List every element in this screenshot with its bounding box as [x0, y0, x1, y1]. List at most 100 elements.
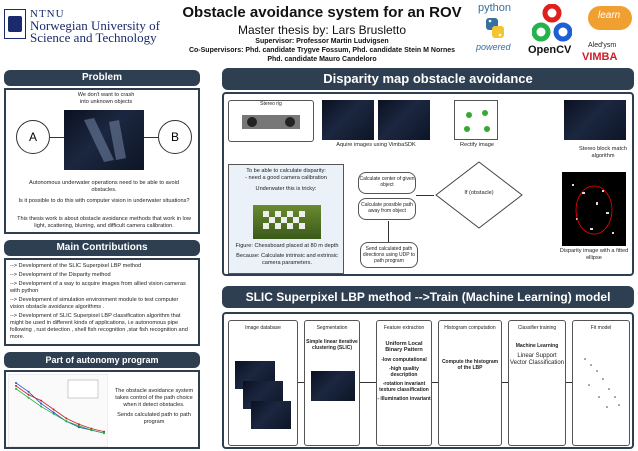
problem-text-3: This thesis work is about obstacle avoid…	[17, 216, 191, 229]
chart-point	[40, 399, 43, 402]
underwater-image	[64, 110, 144, 170]
chart-point	[15, 384, 17, 387]
sklearn-logo-icon	[588, 6, 632, 30]
chart-point	[77, 423, 80, 426]
autonomy-title: Part of autonomy program	[4, 352, 200, 368]
chart-point	[40, 405, 43, 408]
chart-point	[27, 390, 30, 393]
disparity-image	[562, 172, 626, 246]
chart-point	[52, 408, 55, 411]
opencv-logo-text: OpenCV	[528, 44, 572, 56]
disparity-art	[572, 184, 614, 235]
pipeline-arrow-5	[566, 382, 572, 383]
feature-extraction-box: Feature extraction Uniform Local Binary …	[376, 320, 432, 446]
chart-series-line	[15, 385, 105, 433]
chart-point	[90, 429, 93, 432]
obstacle-diamond	[435, 161, 523, 229]
point-b-circle: B	[158, 120, 192, 154]
contribution-item: --> Development of the SLIC Superpixel L…	[10, 263, 142, 269]
problem-callout: We don't want to crash into unknown obje…	[77, 92, 135, 105]
supervisor: Supervisor: Professor Martin Ludvigsen	[255, 38, 389, 45]
poster-subtitle: Master thesis by: Lars Brusletto	[237, 23, 407, 37]
pipeline-arrow-2	[360, 382, 376, 383]
python-logo-icon	[486, 18, 504, 38]
acquire-label: Aquire images using VimbaSDK	[336, 142, 416, 148]
chart-series-group	[15, 381, 105, 435]
chart-point	[77, 424, 80, 427]
institution-name: NTNU Norwegian University of Science and…	[30, 8, 160, 45]
contributions-title: Main Contributions	[4, 240, 200, 256]
scatter-plot	[577, 345, 627, 425]
chessboard-image	[253, 205, 321, 239]
python-logo-text: python	[478, 2, 512, 14]
chart-point	[90, 427, 93, 430]
rectify-label: Rectify image	[460, 142, 494, 148]
disparity-image-label: Disparity image with a fitted ellipse	[559, 248, 629, 261]
stereo-rig-art	[242, 115, 300, 129]
pipeline-arrow-4	[502, 382, 508, 383]
center-box: Calculate center of given object	[358, 172, 416, 194]
autonomy-text-1: The obstacle avoidance system takes cont…	[114, 388, 194, 408]
scatter-art	[584, 358, 620, 408]
problem-text-1: Autonomous underwater operations need to…	[29, 180, 179, 193]
right-image	[378, 100, 430, 140]
chart-point	[103, 430, 105, 433]
problem-title: Problem	[4, 70, 200, 86]
stereo-block-label: Stereo block match algorithm	[579, 146, 627, 159]
ntnu-logo-icon	[4, 9, 26, 39]
co-supervisors: Co-Supervisors: Phd. candidate Trygve Fo…	[188, 47, 456, 54]
pipeline-arrow-1	[298, 382, 304, 383]
problem-panel: We don't want to crash into unknown obje…	[4, 88, 200, 234]
chart-point	[77, 426, 80, 429]
possible-path-box: Calculate possible path away from object	[358, 198, 416, 220]
chart-point	[65, 417, 68, 420]
poster-header: NTNU Norwegian University of Science and…	[0, 0, 638, 66]
flow-arrow-left	[416, 195, 434, 196]
database-image-3	[251, 401, 291, 429]
slic-image	[311, 371, 355, 401]
rectify-art	[464, 110, 490, 132]
contribution-item: --> Development of simulation environmen…	[10, 297, 179, 310]
arrow-a	[50, 137, 64, 138]
autonomy-panel: The obstacle avoidance system takes cont…	[4, 370, 200, 449]
opencv-logo-icon	[532, 4, 572, 42]
pipeline-arrow-3	[432, 382, 438, 383]
histogram-box: Histogram computation Compute the histog…	[438, 320, 502, 446]
chart-legend	[67, 379, 99, 399]
poster-title: Obstacle avoidance system for an ROV	[182, 4, 462, 21]
slic-panel: Image database Segmentation Simple linea…	[222, 312, 634, 449]
problem-text-2: Is it possible to do this with computer …	[18, 198, 190, 204]
chart-point	[52, 411, 55, 414]
point-a-circle: A	[16, 120, 50, 154]
logo-strip: python powered OpenCV learn Aled'ysm VIM…	[476, 2, 636, 64]
rectify-box	[454, 100, 498, 140]
contribution-item: --> Development of a way to acquire imag…	[10, 281, 186, 294]
slic-title: SLIC Superpixel LBP method -->Train (Mac…	[222, 286, 634, 308]
contributions-panel: --> Development of the SLIC Superpixel L…	[4, 258, 200, 346]
stereo-rig-box: Stereo rig	[228, 100, 314, 142]
chart-point	[103, 432, 105, 435]
disparity-title: Disparity map obstacle avoidance	[222, 68, 634, 90]
chart-point	[52, 412, 55, 415]
contribution-item: --> Development of SLIC Superpixel LBP c…	[10, 313, 188, 340]
left-image	[322, 100, 374, 140]
image-database-box: Image database	[228, 320, 298, 446]
chessboard-art	[263, 211, 305, 229]
chart-point	[27, 396, 30, 399]
arrow-b	[144, 137, 158, 138]
title-block: Obstacle avoidance system for an ROV Mas…	[172, 4, 472, 64]
chart-point	[27, 393, 30, 396]
autonomy-chart	[8, 374, 108, 447]
powered-text: powered	[476, 42, 511, 52]
classifier-box: Classifier training Machine Learning Lin…	[508, 320, 566, 446]
rectified-pair-image	[564, 100, 626, 140]
segmentation-box: Segmentation Simple linear iterative clu…	[304, 320, 360, 446]
fit-model-box: Fit model	[572, 320, 630, 446]
send-path-box: Send calculated path directions using UD…	[360, 242, 418, 268]
autonomy-text-2: Sends calculated path to path program	[117, 412, 191, 425]
calibration-panel: To be able to calculate disparity: - nee…	[228, 164, 344, 274]
chart-point	[40, 402, 43, 405]
allied-vision-logo-text: Aled'ysm	[588, 42, 617, 49]
chart-point	[15, 387, 17, 390]
if-obstacle-label: If (obstacle)	[464, 190, 494, 196]
